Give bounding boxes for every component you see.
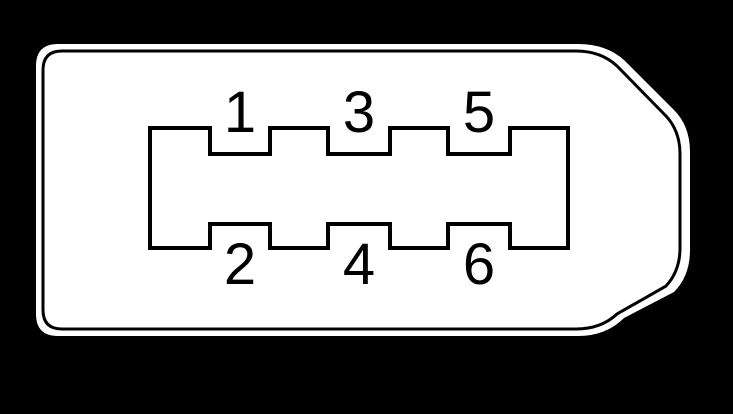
pin-label-4: 4 — [343, 232, 375, 297]
pin-label-2: 2 — [224, 232, 256, 297]
pin-cavity-outline — [148, 126, 570, 250]
pin-label-3: 3 — [343, 80, 375, 145]
pin-label-6: 6 — [463, 232, 495, 297]
pin-label-5: 5 — [463, 80, 495, 145]
pin-label-1: 1 — [224, 80, 256, 145]
